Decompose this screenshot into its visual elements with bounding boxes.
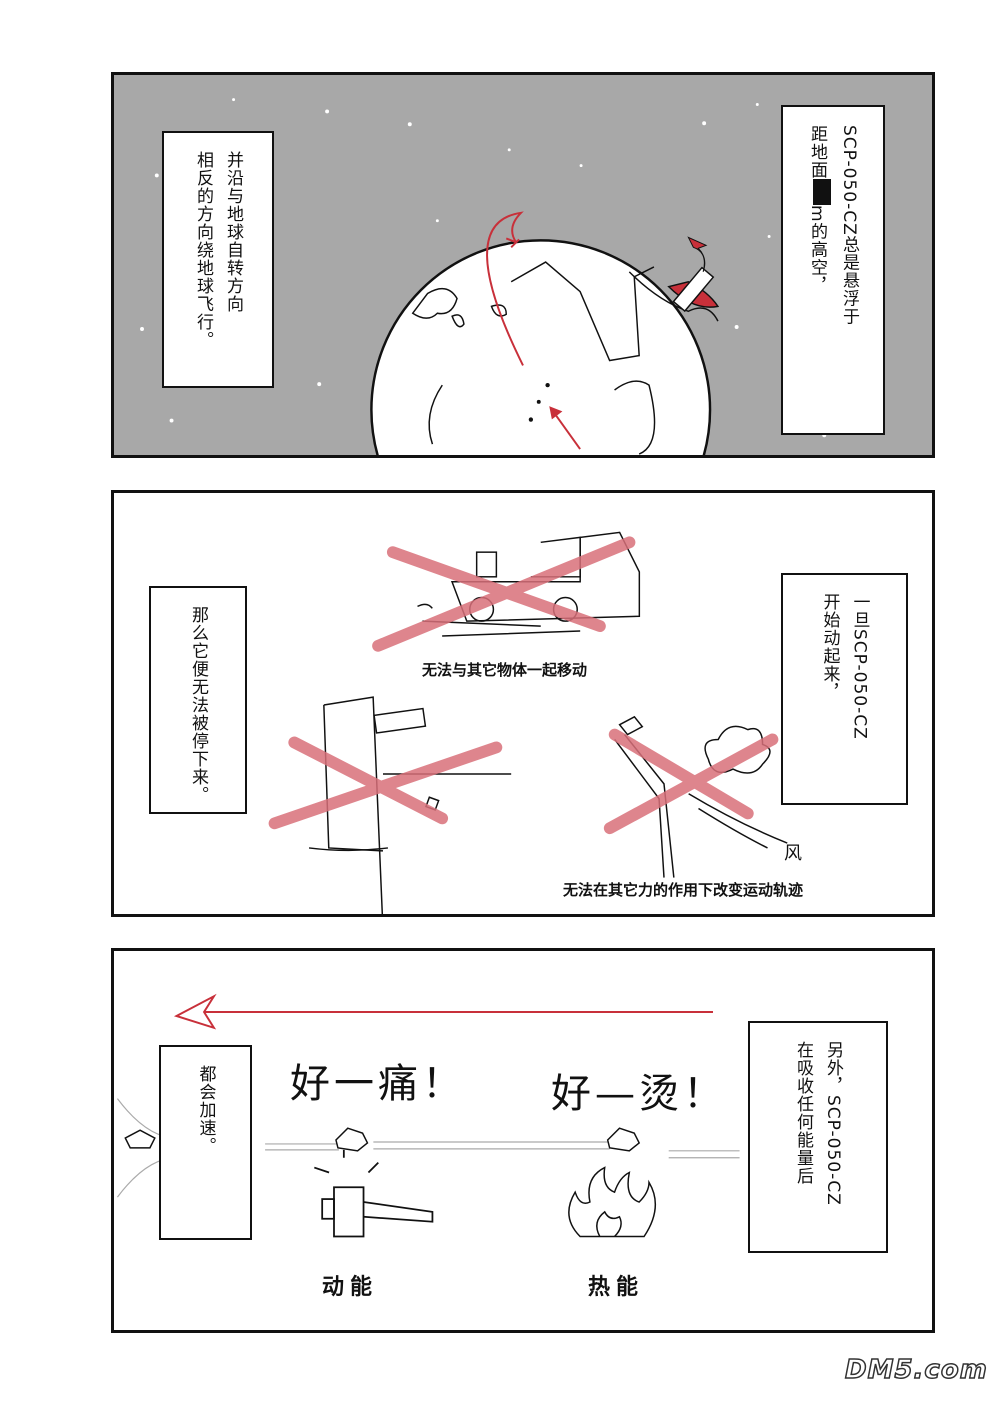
exclaim-pain: 好一痛！ bbox=[290, 1061, 466, 1107]
panel-energy-acceleration: 好一痛！ 好—烫！ 动能 热能 另外，SCP-050-CZ 在吸收任何能量后 都… bbox=[111, 948, 935, 1333]
label-kinetic-energy: 动能 bbox=[322, 1275, 379, 1300]
caption-line-2: 开始动起来， bbox=[819, 593, 840, 701]
energy-illustration bbox=[116, 993, 740, 1238]
caption-line-2: 距地面m的高空， bbox=[805, 125, 831, 415]
caption-line-2: 相反的方向绕地球飞行。 bbox=[193, 151, 213, 349]
earth bbox=[370, 239, 712, 455]
panel-cannot-stop: 无法与其它物体一起移动 无法在其它力的作用下改变运动轨迹 风 一旦SCP-050… bbox=[111, 490, 935, 917]
sketches bbox=[268, 531, 788, 914]
caption-box-right: 一旦SCP-050-CZ 开始动起来， bbox=[781, 573, 908, 805]
watermark-logo: DM5.com bbox=[844, 1354, 988, 1386]
caption-box-right: 另外，SCP-050-CZ 在吸收任何能量后 bbox=[748, 1021, 888, 1253]
label-heat-energy: 热能 bbox=[588, 1275, 645, 1300]
pillar-cross bbox=[268, 736, 503, 830]
speed-lines bbox=[116, 1098, 740, 1198]
caption-box-left: 都会加速。 bbox=[159, 1045, 252, 1240]
caption-line-1: 那么它便无法被停下来。 bbox=[188, 606, 208, 804]
earth-illustration bbox=[140, 98, 843, 455]
truck-cross bbox=[372, 536, 636, 652]
caption-no-move-together: 无法与其它物体一起移动 bbox=[422, 661, 588, 679]
caption-box-left: 并沿与地球自转方向 相反的方向绕地球飞行。 bbox=[162, 131, 274, 388]
continents bbox=[411, 261, 719, 455]
redaction-bar bbox=[813, 179, 831, 205]
caption-line-1: 并沿与地球自转方向 bbox=[223, 151, 243, 313]
orbit-arrow bbox=[486, 211, 581, 450]
caption-line-1: SCP-050-CZ总是悬浮于 bbox=[839, 125, 859, 326]
caption-box-left: 那么它便无法被停下来。 bbox=[149, 586, 247, 814]
panel-earth-orbit: SCP-050-CZ总是悬浮于 距地面m的高空， 并沿与地球自转方向 相反的方向… bbox=[111, 72, 935, 458]
fire-icon bbox=[568, 1166, 656, 1238]
hammer-icon bbox=[314, 1149, 434, 1238]
caption-line-1: 另外，SCP-050-CZ bbox=[823, 1041, 843, 1206]
wind-label: 风 bbox=[784, 843, 802, 864]
caption-line-1: 都会加速。 bbox=[195, 1065, 216, 1155]
caption-line-1: 一旦SCP-050-CZ bbox=[849, 593, 870, 740]
direction-arrow bbox=[173, 993, 713, 1030]
caption-box-right: SCP-050-CZ总是悬浮于 距地面m的高空， bbox=[781, 105, 885, 435]
caption-no-change-trajectory: 无法在其它力的作用下改变运动轨迹 bbox=[563, 881, 804, 899]
caption-line-2: 在吸收任何能量后 bbox=[793, 1041, 813, 1185]
spin-arrow-icon bbox=[667, 236, 720, 313]
rock-cross bbox=[603, 728, 779, 835]
stars bbox=[140, 98, 843, 438]
exclaim-hot: 好—烫！ bbox=[551, 1071, 727, 1117]
rock-fragments bbox=[124, 1127, 641, 1152]
